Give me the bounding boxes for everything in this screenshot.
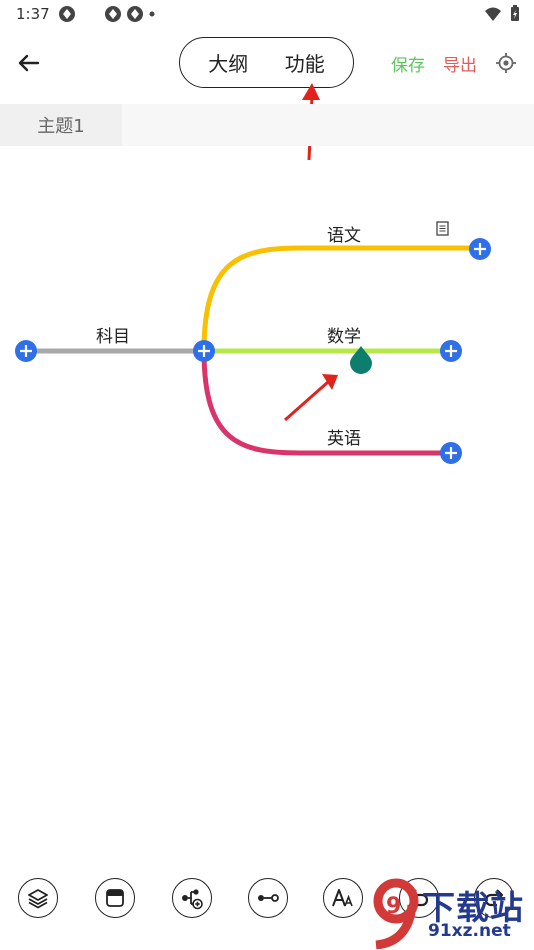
add-child-button-yuwen[interactable] <box>469 238 491 260</box>
annotation-arrow-diagonal <box>284 374 338 422</box>
status-bar: 1:37 <box>0 0 534 28</box>
mindmap-root-node[interactable]: 科目 <box>96 327 130 347</box>
export-button[interactable]: 导出 <box>443 56 477 76</box>
redo-button[interactable] <box>474 878 514 918</box>
mode-function-tab[interactable]: 功能 <box>284 52 325 76</box>
undo-icon <box>409 889 429 907</box>
undo-button[interactable] <box>399 878 439 918</box>
connect-line-button[interactable] <box>248 878 288 918</box>
status-notification-icons <box>58 5 156 23</box>
text-style-icon <box>332 889 353 907</box>
battery-icon <box>511 5 519 21</box>
redo-icon <box>484 889 504 907</box>
layers-button[interactable] <box>18 878 58 918</box>
top-bar: 大纲 功能 保存 导出 <box>0 30 534 96</box>
window-button[interactable] <box>95 878 135 918</box>
wifi-icon <box>485 7 501 21</box>
add-child-button-shuxue[interactable] <box>440 340 462 362</box>
branch-line-yingyu <box>201 350 451 456</box>
status-time: 1:37 <box>16 5 50 23</box>
back-button[interactable] <box>12 46 46 80</box>
add-child-button-root[interactable] <box>193 340 215 362</box>
window-icon <box>106 889 124 907</box>
save-button[interactable]: 保存 <box>391 56 425 76</box>
notification-app-icon <box>59 6 75 22</box>
layers-icon <box>28 889 48 909</box>
back-arrow-icon <box>18 54 40 72</box>
locate-target-icon <box>496 53 516 73</box>
notification-app-icon <box>127 6 143 22</box>
mindmap-canvas[interactable]: 科目 语文 数学 英语 <box>0 150 534 850</box>
mindmap-node-yingyu[interactable]: 英语 <box>327 429 361 449</box>
topic-tab[interactable]: 主题1 <box>0 104 122 146</box>
node-drag-handle-icon[interactable] <box>350 346 372 374</box>
notification-app-icon <box>105 6 121 22</box>
tab-strip-empty-area <box>122 104 534 146</box>
bottom-toolbar <box>0 874 534 930</box>
mode-outline-tab[interactable]: 大纲 <box>208 52 249 76</box>
more-notifications-dot-icon <box>149 11 155 17</box>
mindmap-node-yuwen[interactable]: 语文 <box>327 226 361 246</box>
add-child-node-icon <box>182 889 203 910</box>
note-icon[interactable] <box>436 221 449 236</box>
locate-button[interactable] <box>494 51 518 75</box>
branch-line-yuwen <box>201 245 480 352</box>
topic-tab-strip: 主题1 <box>0 104 534 146</box>
add-child-button-yingyu[interactable] <box>440 442 462 464</box>
add-root-sibling-button[interactable] <box>15 340 37 362</box>
mindmap-node-shuxue[interactable]: 数学 <box>327 327 361 347</box>
add-child-node-button[interactable] <box>172 878 212 918</box>
connect-line-icon <box>258 894 279 902</box>
status-system-icons <box>484 5 520 22</box>
mode-toggle: 大纲 功能 <box>179 37 354 88</box>
text-style-button[interactable] <box>323 878 363 918</box>
